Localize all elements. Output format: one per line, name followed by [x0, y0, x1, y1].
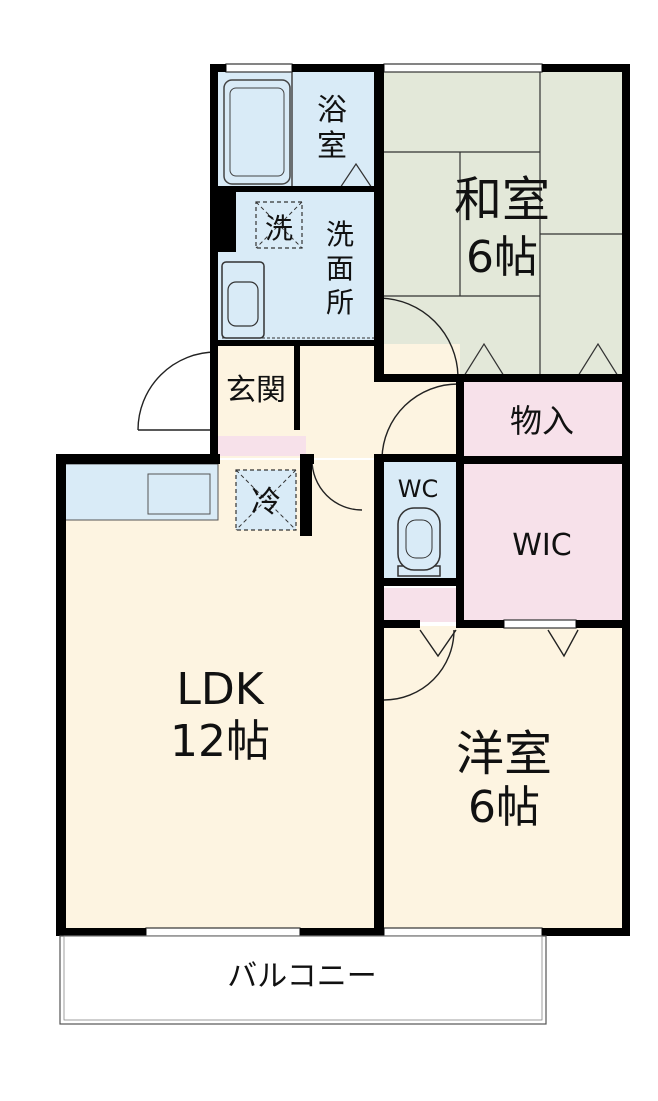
walls	[56, 64, 630, 936]
bath-label-2: 室	[317, 129, 347, 164]
ldk-area	[60, 460, 376, 930]
balcony	[59, 935, 547, 1025]
entrance-area	[220, 350, 298, 428]
washitsu-name: 和室	[454, 172, 550, 228]
ldk-size: 12帖	[170, 716, 270, 767]
bathtub-inner	[229, 87, 285, 177]
washitsu-area	[380, 70, 626, 376]
washer-label: 洗	[265, 212, 293, 245]
wc-label: WC	[398, 475, 439, 503]
storage-area	[460, 380, 626, 458]
bath-label-1: 浴	[317, 93, 347, 128]
balcony-label: バルコニー	[227, 959, 376, 994]
entrance-step	[216, 436, 306, 456]
ldk-name: LDK	[176, 664, 264, 715]
sink	[147, 473, 211, 515]
closet-strip	[380, 588, 460, 622]
washitsu-size: 6帖	[466, 232, 538, 283]
toilet-bowl	[397, 507, 441, 571]
door-swings	[137, 297, 579, 701]
storage-label: 物入	[510, 402, 574, 440]
washroom-label-2: 面	[326, 252, 354, 285]
wic-label: WIC	[512, 528, 571, 563]
wic-area	[462, 462, 626, 622]
washroom-label-1: 洗	[326, 218, 354, 251]
entrance-label: 玄関	[226, 373, 286, 408]
youshitsu-size: 6帖	[468, 782, 540, 833]
tatami-lines	[380, 70, 626, 377]
fridge-label: 冷	[251, 485, 281, 520]
youshitsu-name: 洋室	[456, 726, 552, 782]
washroom-label-3: 所	[326, 286, 354, 319]
bath-door-marker	[339, 162, 373, 189]
youshitsu-area	[380, 626, 626, 930]
bathtub	[223, 79, 291, 185]
